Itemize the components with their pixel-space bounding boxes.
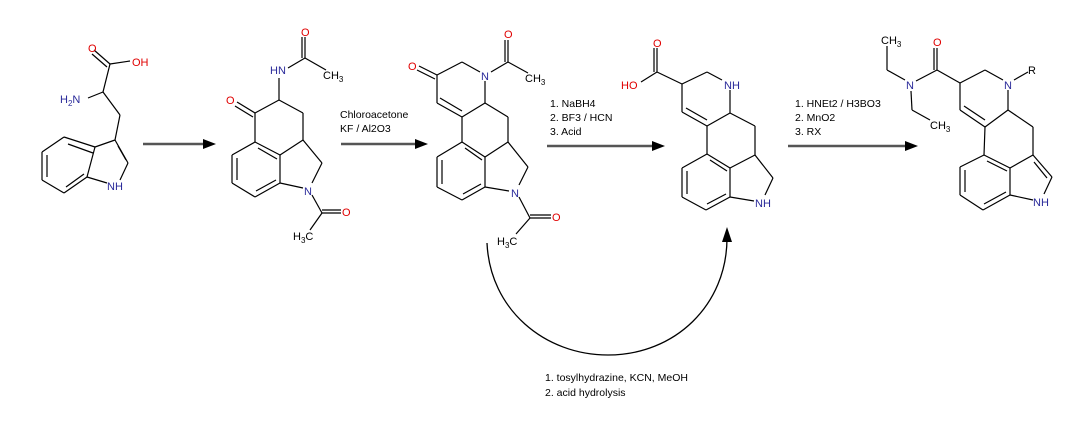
atom-indoline-nitrogen: N [304,186,312,198]
atom-amide-oxygen: O [301,27,310,39]
atom-ethyl-methyl-bottom: CH3 [930,120,951,134]
atom-methyl-bottom: H3C [497,236,517,250]
condition-text: 1. NaBH4 [550,98,596,110]
condition-text: 2. acid hydrolysis [545,387,626,399]
atom-ketone-oxygen: O [226,95,235,107]
condition-text: KF / Al2O3 [340,123,391,135]
atom-enone-oxygen: O [408,61,417,73]
atom-methyl: CH3 [323,70,344,84]
molecule-lysergamide: CH3 O N CH3 N R NH [881,35,1053,211]
atom-indole-nh: NH [1033,197,1049,209]
molecule-tryptophan: O OH H2N NH [41,43,149,194]
atom-carbonyl-oxygen: O [653,38,662,50]
atom-amide-oxygen: O [933,37,942,49]
atom-acetyl-methyl: H3C [293,231,313,245]
condition-text: 1. HNEt2 / H3BO3 [795,98,881,110]
atom-nh1: NH [755,198,771,210]
atom-n6: N [481,71,489,83]
condition-text: 2. BF3 / HCN [550,112,612,124]
atom-acetyl-oxygen: O [342,207,351,219]
condition-text: 3. Acid [550,126,582,138]
atom-hydroxyl: HO [621,80,638,92]
molecule-dihydrolysergic-acid: O HO NH NH [621,38,774,211]
atom-acetyl-oxygen-top: O [504,29,513,41]
atom-n6: N [1004,80,1012,92]
alternative-route-arrow: 1. tosylhydrazine, KCN, MeOH 2. acid hyd… [486,227,732,399]
molecule-diacetyl-enone: O N O CH3 N O H3C [408,29,561,250]
condition-text: Chloroacetone [340,109,408,121]
condition-text: 3. RX [795,126,821,138]
atom-n1: N [511,188,519,200]
atom-methyl-top: CH3 [525,73,546,87]
atom-indole-nh: NH [107,181,123,193]
atom-amide-nitrogen: N [906,80,914,92]
reaction-arrow-3: 1. NaBH4 2. BF3 / HCN 3. Acid [547,98,665,151]
atom-acetyl-oxygen-bottom: O [552,212,561,224]
atom-hydroxyl: OH [132,57,149,69]
atom-oxygen: O [88,43,97,55]
condition-text: 2. MnO2 [795,112,835,124]
atom-r-group: R [1028,65,1036,77]
reaction-arrow-4: 1. HNEt2 / H3BO3 2. MnO2 3. RX [788,98,918,151]
atom-ethyl-methyl-top: CH3 [881,35,902,49]
molecule-acetamido-ketone: HN O CH3 O N O H3C [226,27,351,245]
atom-nh6: NH [724,80,740,92]
reaction-arrow-1 [143,139,216,149]
atom-amide-nh: HN [270,65,286,77]
reaction-arrow-2: Chloroacetone KF / Al2O3 [340,109,428,149]
atom-amine: H2N [60,94,80,108]
condition-text: 1. tosylhydrazine, KCN, MeOH [545,372,688,384]
